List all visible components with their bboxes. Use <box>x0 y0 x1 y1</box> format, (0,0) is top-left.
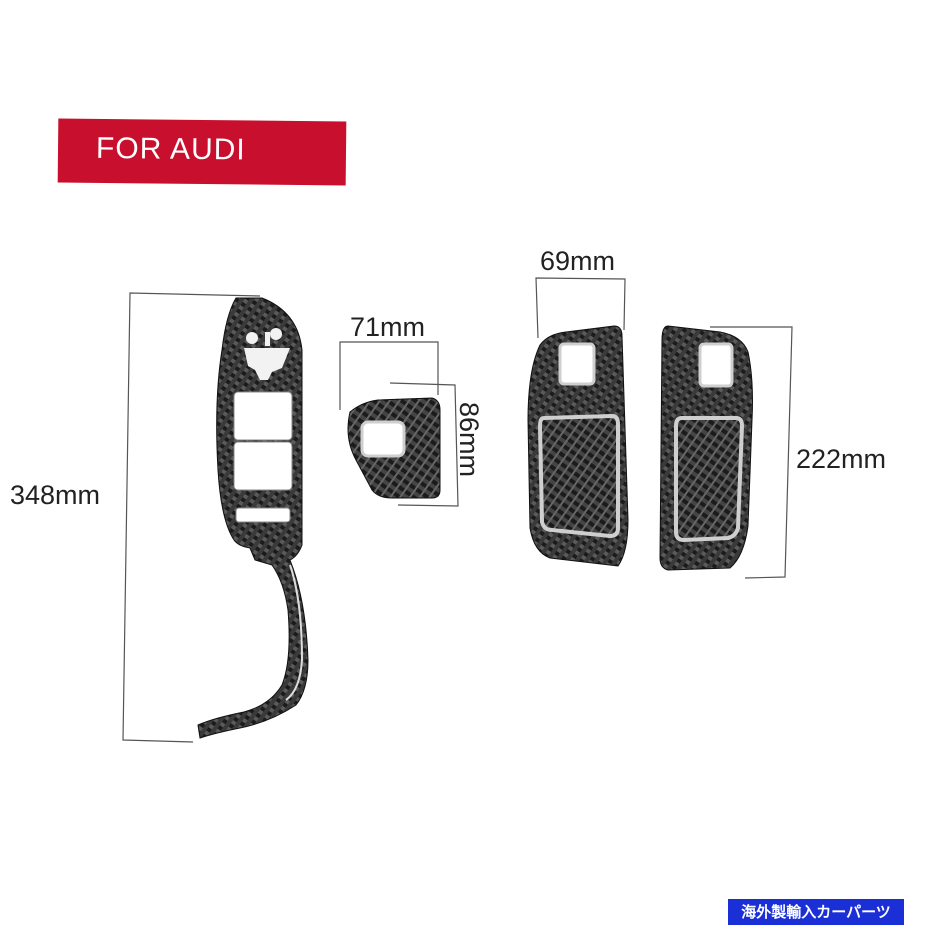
long-switch-panel <box>197 297 309 739</box>
door-panel-right <box>659 325 753 571</box>
door-panel-left <box>527 325 629 567</box>
dimension-long-height: 348mm <box>10 480 101 510</box>
dimension-door-width: 69mm <box>540 246 616 276</box>
watermark-badge: 海外製輸入カーパーツ <box>728 899 904 925</box>
small-panel-brackets <box>339 341 459 507</box>
door-panel-brackets <box>535 277 793 579</box>
dimension-door-height: 222mm <box>796 444 887 474</box>
small-switch-panel <box>347 397 441 499</box>
dimension-small-width: 71mm <box>350 312 426 342</box>
long-panel-bracket <box>122 292 261 743</box>
dimension-small-height: 86mm <box>454 401 485 478</box>
